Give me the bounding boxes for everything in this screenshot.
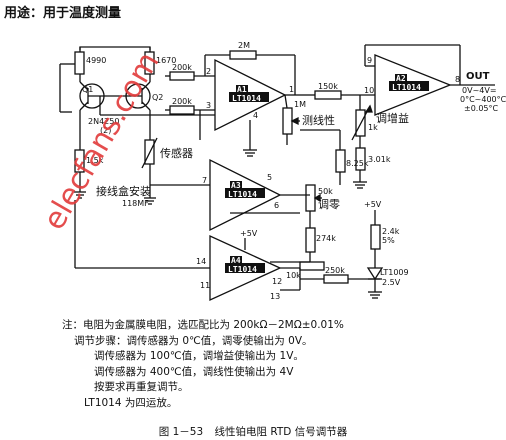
plus5v-a-label: +5V (240, 229, 258, 238)
a3-part: LT1014 (228, 190, 257, 199)
figure-caption: 图 1－53 线性铂电阻 RTD 信号调节器 (0, 424, 506, 439)
pin-12: 12 (272, 277, 282, 286)
pin-9: 9 (367, 56, 372, 65)
out-spec-3: ±0.05°C (464, 104, 499, 113)
pin-5: 5 (267, 173, 272, 182)
sensor-part: 118MF (122, 199, 149, 208)
r15k-label: 1.5k (86, 156, 104, 165)
pin-14: 14 (196, 257, 206, 266)
pin-4: 4 (253, 111, 258, 120)
ref-v-label: 2.5V (382, 278, 401, 287)
zero-adj-label: 调零 (318, 198, 340, 211)
plus5v-b-label: +5V (364, 200, 382, 209)
q1-label: Q1 (82, 85, 93, 94)
out-spec-1: 0V~4V= (462, 86, 497, 95)
note-line-3: 调传感器为 100℃值，调增益使输出为 1V。 (94, 350, 304, 362)
a3-label: A3 (231, 181, 241, 190)
pin-1: 1 (289, 85, 294, 94)
a1-part: LT1014 (232, 94, 261, 103)
r200k-b-label: 200k (172, 97, 192, 106)
pin-11: 11 (200, 281, 210, 290)
pin-13: 13 (270, 292, 280, 301)
note-line-2: 调节步骤：调传感器为 0℃值，调零使输出为 0V。 (74, 334, 313, 347)
r4990-label: 4990 (86, 56, 106, 65)
diagram-title: 用途：用于温度测量 (3, 5, 121, 21)
r10k-label: 10k (286, 271, 301, 280)
r1670-label: 1670 (156, 56, 176, 65)
rtd-circuit-diagram: A1 LT1014 A2 LT1014 A3 LT1014 A4 LT1014 … (3, 5, 506, 302)
gain-adj-label: 调增益 (376, 111, 409, 125)
note-line-5: 按要求再重复调节。 (94, 381, 189, 393)
pin-10: 10 (364, 86, 374, 95)
pin-3: 3 (206, 101, 211, 110)
sensor-label: 传感器 (160, 147, 193, 160)
pin-7: 7 (202, 176, 207, 185)
r301k-label: 3.01k (368, 155, 391, 164)
out-label: OUT (466, 71, 490, 82)
notes-block: 注：电阻为金属膜电阻，选匹配比为 200kΩ－2MΩ±0.01% 调节步骤：调传… (62, 318, 482, 411)
note-line-6: LT1014 为四运放。 (84, 396, 178, 409)
pin-8: 8 (455, 75, 460, 84)
r825k-label: 8.25k (346, 159, 369, 168)
r50k-label: 50k (318, 187, 333, 196)
r2m-label: 2M (238, 41, 250, 50)
r250k-label: 250k (325, 266, 345, 275)
r24k-tol-label: 5% (382, 236, 395, 245)
note-line-4: 调传感器为 400℃值，调线性使输出为 4V (94, 365, 294, 378)
r200k-a-label: 200k (172, 63, 192, 72)
transistor-qty: (2) (100, 126, 111, 135)
pin-2: 2 (206, 67, 211, 76)
r1k-label: 1k (368, 123, 378, 132)
a4-part: LT1014 (228, 265, 257, 274)
trim-linear-value: 1M (294, 100, 306, 109)
a1-label: A1 (237, 85, 247, 94)
out-spec-2: 0°C~400°C (460, 95, 506, 104)
trim-linear-label: 测线性 (302, 113, 335, 127)
transistor-label: 2N4250 (88, 117, 119, 126)
r24k-label: 2.4k (382, 227, 400, 236)
caption-text: 线性铂电阻 RTD 信号调节器 (214, 426, 348, 438)
sensor-note: 接线盒安装 (96, 184, 151, 198)
pin-6: 6 (274, 201, 279, 210)
caption-number: 图 1－53 (158, 426, 204, 438)
note-line-1: 注：电阻为金属膜电阻，选匹配比为 200kΩ－2MΩ±0.01% (62, 319, 344, 331)
a4-label: A4 (231, 256, 241, 265)
r150k-label: 150k (318, 82, 338, 91)
q2-label: Q2 (152, 93, 163, 102)
a2-part: LT1014 (392, 83, 421, 92)
r274k-label: 274k (316, 234, 336, 243)
a2-label: A2 (396, 74, 406, 83)
ref-part-label: LT1009 (380, 268, 409, 277)
